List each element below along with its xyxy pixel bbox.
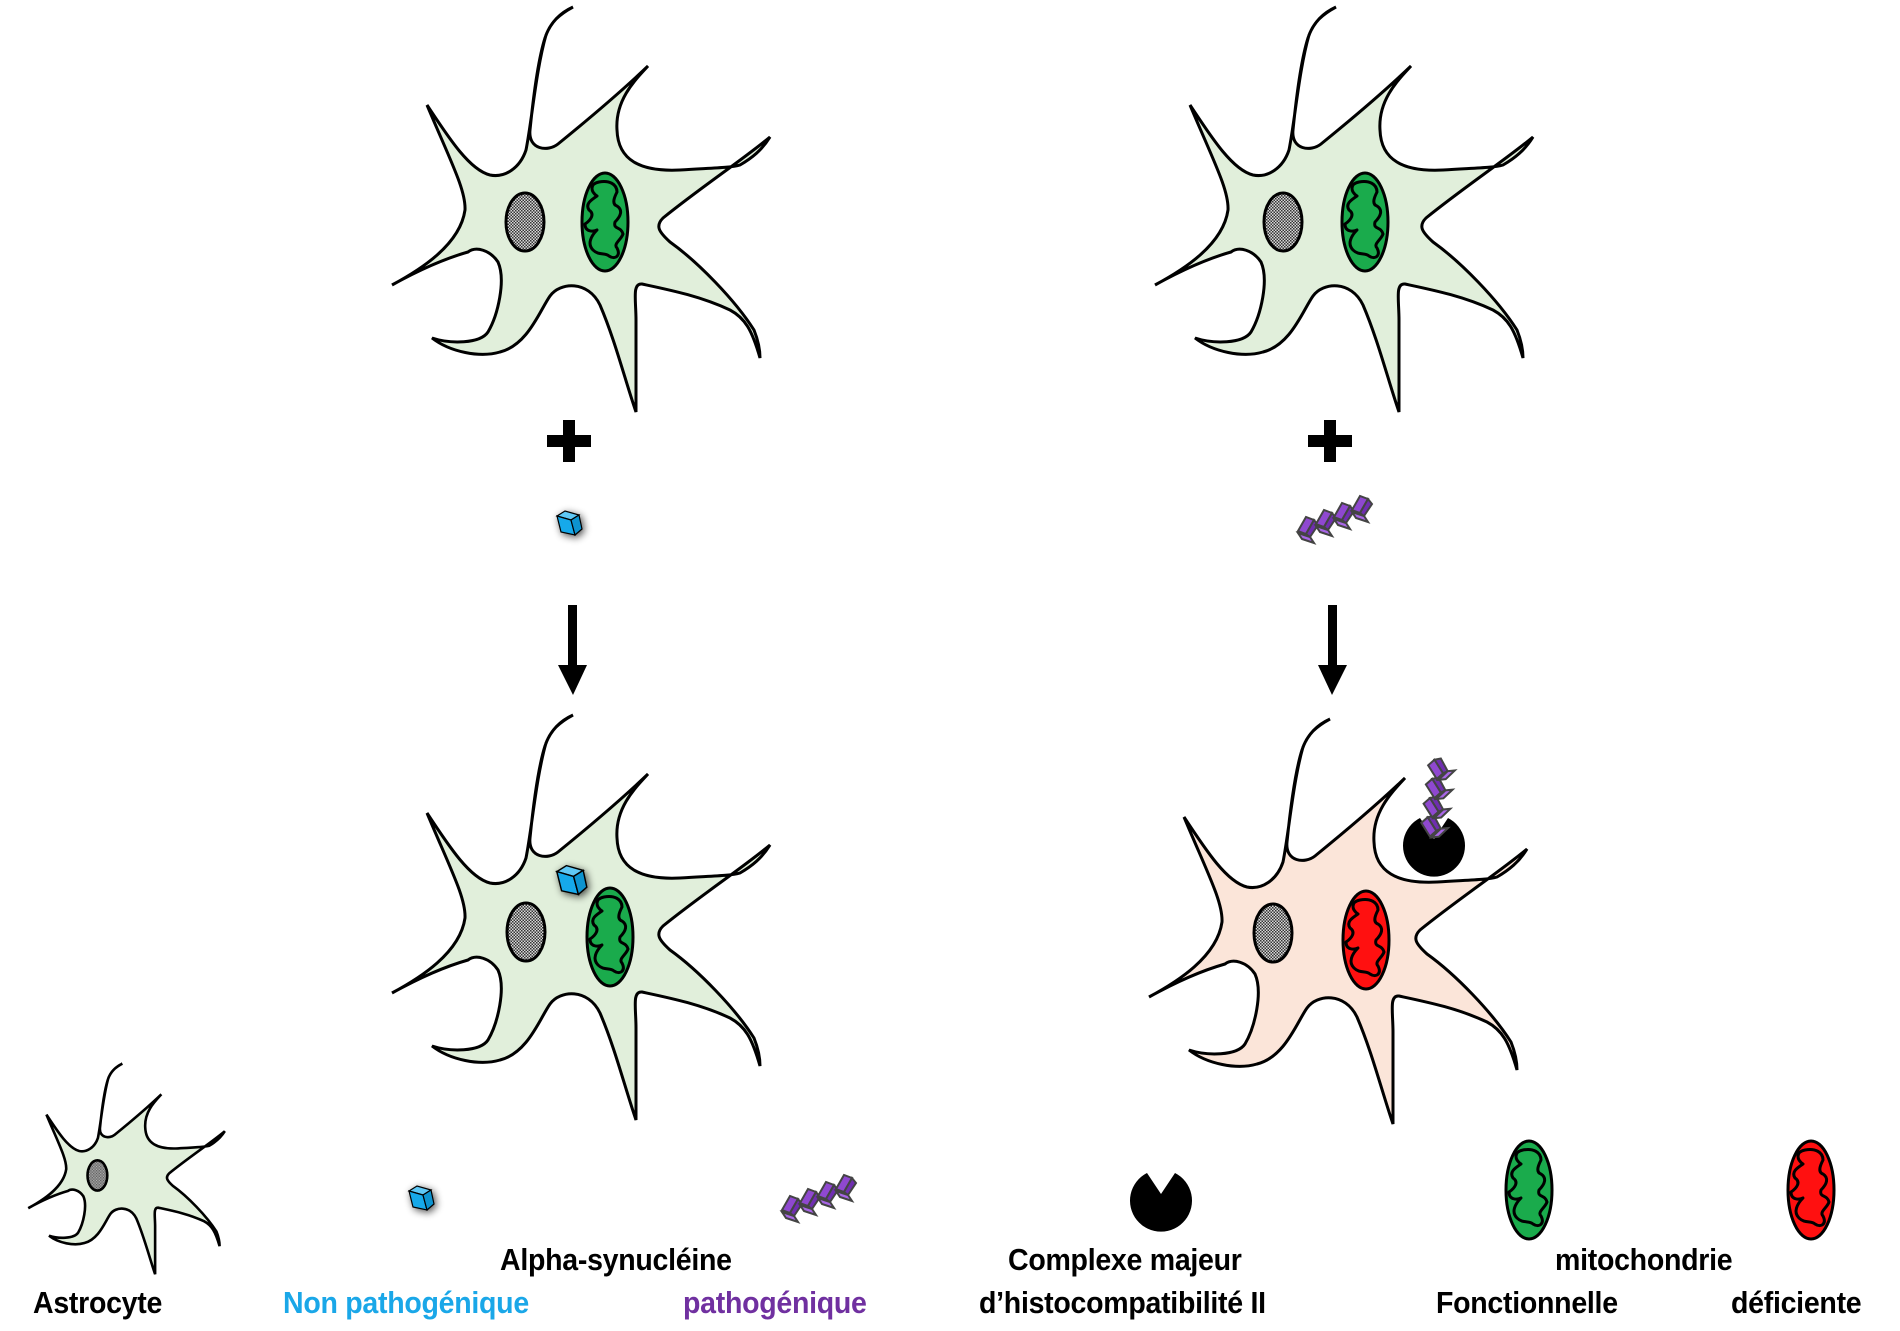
arrow-down-right [1318,605,1347,695]
astrocyte-top-left [390,5,772,414]
mitochondrion-functional [1340,171,1390,273]
nucleus [504,191,546,253]
plus-sign-right [1308,420,1352,462]
nucleus [1262,191,1304,253]
panel-pathogenic [1147,5,1535,1126]
alpha-synuclein-internalized-icon [556,864,588,896]
alpha-synuclein-non-pathogenic-icon [556,510,583,536]
legend-alpha-synuclein-pathogenic-icon [780,1173,858,1224]
legend-mhc-ii-icon [1130,1173,1192,1232]
astrocyte-bottom-right-reactive [1147,717,1529,1126]
mitochondrion-functional [580,171,630,273]
legend-mitochondria-title: mitochondrie [1555,1242,1733,1277]
legend-pathogenic-label: pathogénique [683,1285,867,1320]
legend-mhc-line1: Complexe majeur [1008,1242,1242,1277]
legend-non-pathogenic-label: Non pathogénique [283,1285,529,1320]
legend [26,1062,1836,1276]
astrocyte-body [390,713,772,1122]
legend-alpha-synuclein-title: Alpha-synucléine [500,1242,732,1277]
plus-sign-left [547,420,591,462]
panel-non-pathogenic [390,5,772,1122]
mitochondrion-functional [585,886,635,988]
legend-astrocyte-label: Astrocyte [33,1285,163,1320]
legend-mito-functional-label: Fonctionnelle [1436,1285,1618,1320]
legend-mito-deficient-icon [1786,1139,1836,1241]
legend-astrocyte-icon [26,1062,227,1276]
mitochondrion-deficient [1341,889,1391,991]
alpha-synuclein-pathogenic-icon [1296,494,1374,545]
astrocyte-top-right [1153,5,1535,414]
nucleus [505,901,547,963]
astrocyte-body-reactive [1147,717,1529,1126]
legend-mito-functional-icon [1504,1139,1554,1241]
legend-mito-deficient-label: déficiente [1731,1285,1862,1320]
arrow-down-left [558,605,587,695]
astrocyte-bottom-left [390,713,772,1122]
legend-alpha-synuclein-non-pathogenic-icon [408,1185,435,1211]
astrocyte-body [390,5,772,414]
nucleus [1252,902,1294,964]
legend-mhc-line2: d’histocompatibilité II [979,1285,1266,1320]
